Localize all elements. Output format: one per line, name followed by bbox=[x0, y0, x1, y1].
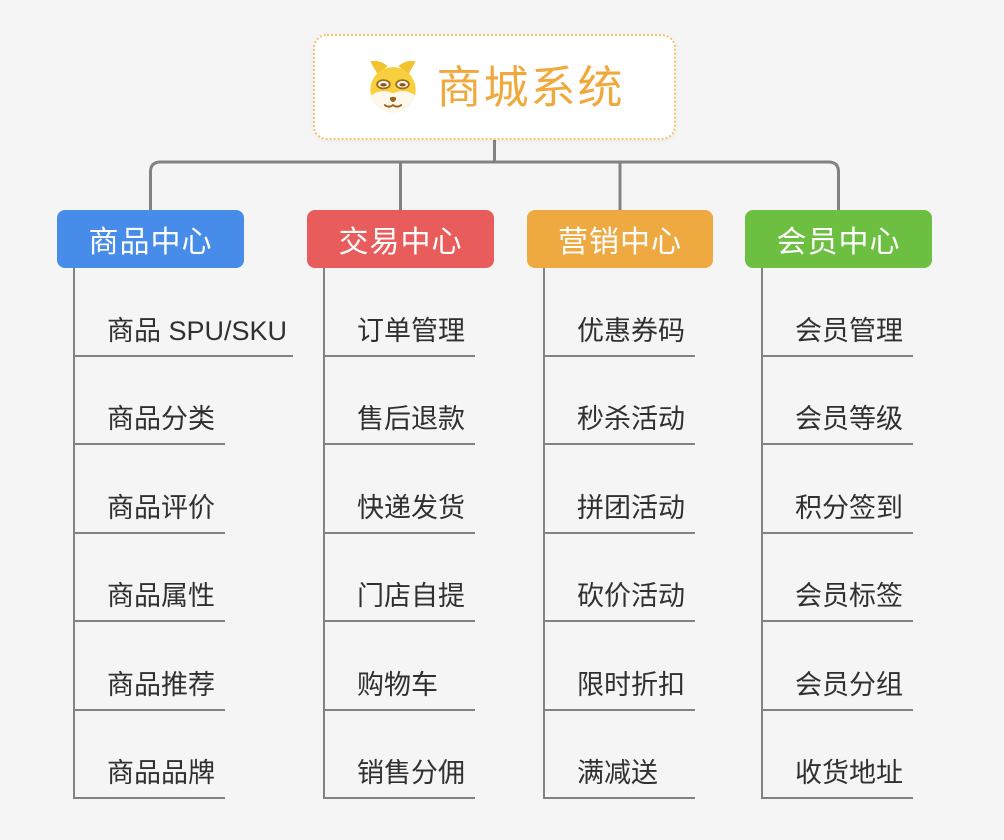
topic-item[interactable]: 满减送 bbox=[543, 711, 695, 799]
branch-children-3: 优惠券码秒杀活动拼团活动砍价活动限时折扣满减送 bbox=[543, 268, 695, 799]
topic-item[interactable]: 积分签到 bbox=[761, 445, 913, 534]
branch-children-4: 会员管理会员等级积分签到会员标签会员分组收货地址 bbox=[761, 268, 913, 799]
topic-item[interactable]: 商品分类 bbox=[73, 357, 225, 445]
branch-node-3[interactable]: 营销中心 bbox=[527, 210, 713, 268]
topic-item[interactable]: 砍价活动 bbox=[543, 534, 695, 622]
topic-item[interactable]: 商品推荐 bbox=[73, 622, 225, 711]
topic-item[interactable]: 售后退款 bbox=[323, 357, 475, 445]
topic-item[interactable]: 秒杀活动 bbox=[543, 357, 695, 445]
topic-item[interactable]: 销售分佣 bbox=[323, 711, 475, 799]
topic-item[interactable]: 商品属性 bbox=[73, 534, 225, 622]
branch-node-2[interactable]: 交易中心 bbox=[307, 210, 494, 268]
topic-item[interactable]: 购物车 bbox=[323, 622, 475, 711]
topic-item[interactable]: 限时折扣 bbox=[543, 622, 695, 711]
root-title: 商城系统 bbox=[436, 61, 625, 113]
topic-item[interactable]: 会员分组 bbox=[761, 622, 913, 711]
branch-children-2: 订单管理售后退款快递发货门店自提购物车销售分佣 bbox=[323, 268, 475, 799]
branch-node-1[interactable]: 商品中心 bbox=[57, 210, 244, 268]
topic-item[interactable]: 快递发货 bbox=[323, 445, 475, 534]
root-node[interactable]: 商城系统 bbox=[313, 34, 676, 140]
topic-item[interactable]: 订单管理 bbox=[323, 268, 475, 357]
branch-node-4[interactable]: 会员中心 bbox=[745, 210, 932, 268]
topic-item[interactable]: 收货地址 bbox=[761, 711, 913, 799]
topic-item[interactable]: 商品评价 bbox=[73, 445, 225, 534]
topic-item[interactable]: 优惠券码 bbox=[543, 268, 695, 357]
topic-item[interactable]: 商品品牌 bbox=[73, 711, 225, 799]
topic-item[interactable]: 门店自提 bbox=[323, 534, 475, 622]
topic-item[interactable]: 会员标签 bbox=[761, 534, 913, 622]
topic-item[interactable]: 会员等级 bbox=[761, 357, 913, 445]
topic-item[interactable]: 会员管理 bbox=[761, 268, 913, 357]
topic-item[interactable]: 商品 SPU/SKU bbox=[73, 268, 294, 357]
shiba-dog-icon bbox=[364, 58, 422, 116]
topic-item[interactable]: 拼团活动 bbox=[543, 445, 695, 534]
